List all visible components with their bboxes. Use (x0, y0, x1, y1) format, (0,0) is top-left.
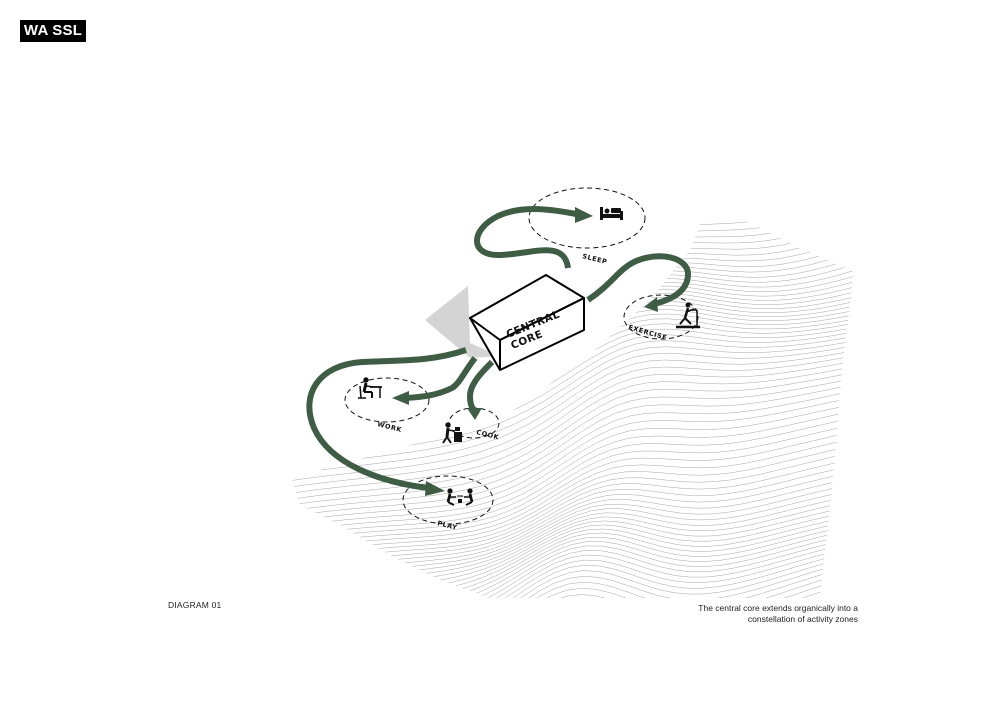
treadmill-icon (676, 302, 700, 329)
contour-line (292, 530, 828, 598)
contour-line (292, 510, 830, 598)
play-zone (402, 475, 494, 525)
playing-icon (446, 488, 474, 506)
contour-line (292, 534, 827, 598)
arrow-to-play (306, 347, 467, 491)
central-core (469, 274, 585, 371)
diagram-label: DIAGRAM 01 (168, 600, 222, 610)
contour-line (292, 579, 822, 598)
arrow-to-cook (466, 359, 495, 413)
core-shadow (425, 286, 500, 358)
contour-line (292, 558, 825, 598)
contour-line (292, 357, 844, 489)
contour-line (292, 544, 826, 598)
contour-line (292, 462, 835, 576)
arrowhead-sleep (575, 207, 593, 223)
contour-line (292, 574, 823, 598)
contour-line (292, 568, 823, 598)
contour-line (292, 563, 824, 598)
contour-line (292, 393, 841, 525)
contour-line (292, 362, 843, 496)
contour-line (292, 352, 845, 483)
arrow-to-work (405, 356, 478, 401)
sleep-zone (528, 187, 646, 249)
contour-line (292, 333, 847, 454)
contour-line (292, 515, 830, 598)
contour-line (292, 420, 838, 545)
arrow-to-exercise (586, 253, 692, 307)
exercise-label: EXERCISE (627, 323, 668, 342)
arrowhead-work (392, 391, 409, 405)
exercise-zone (623, 294, 699, 340)
terrain-contours (292, 205, 855, 598)
brand-logo: WA SSL (20, 20, 86, 42)
sleep-label: SLEEP (582, 252, 609, 266)
contour-line (292, 520, 829, 598)
contour-line (292, 386, 841, 519)
contour-line (292, 435, 837, 555)
arrowhead-cook (467, 408, 482, 420)
work-zone (344, 377, 430, 423)
contour-line (292, 456, 835, 570)
caption-line-1: The central core extends organically int… (698, 603, 858, 613)
contour-line (292, 469, 834, 581)
cooking-icon (442, 422, 462, 444)
arrowhead-exercise (644, 297, 658, 312)
contour-line (292, 368, 843, 502)
contour-line (292, 400, 840, 530)
contour-line (292, 488, 833, 598)
desk-worker-icon (358, 377, 382, 399)
caption-line-2: constellation of activity zones (747, 614, 858, 624)
contour-line (292, 442, 837, 560)
work-label: WORK (377, 420, 404, 434)
contour-line (292, 553, 825, 598)
arrow-to-sleep (474, 206, 577, 269)
bed-icon (600, 207, 623, 220)
contour-line (292, 407, 839, 535)
play-label: PLAY (437, 519, 459, 532)
contour-line (292, 505, 831, 598)
contour-line (292, 374, 842, 508)
contour-line (292, 539, 827, 598)
cook-label: COOK (476, 428, 501, 441)
arrowhead-play (425, 481, 445, 496)
contour-line (292, 499, 831, 598)
caption: The central core extends organically int… (560, 603, 858, 625)
contour-line (292, 380, 842, 514)
contour-line (292, 548, 826, 598)
contour-line (292, 525, 829, 598)
